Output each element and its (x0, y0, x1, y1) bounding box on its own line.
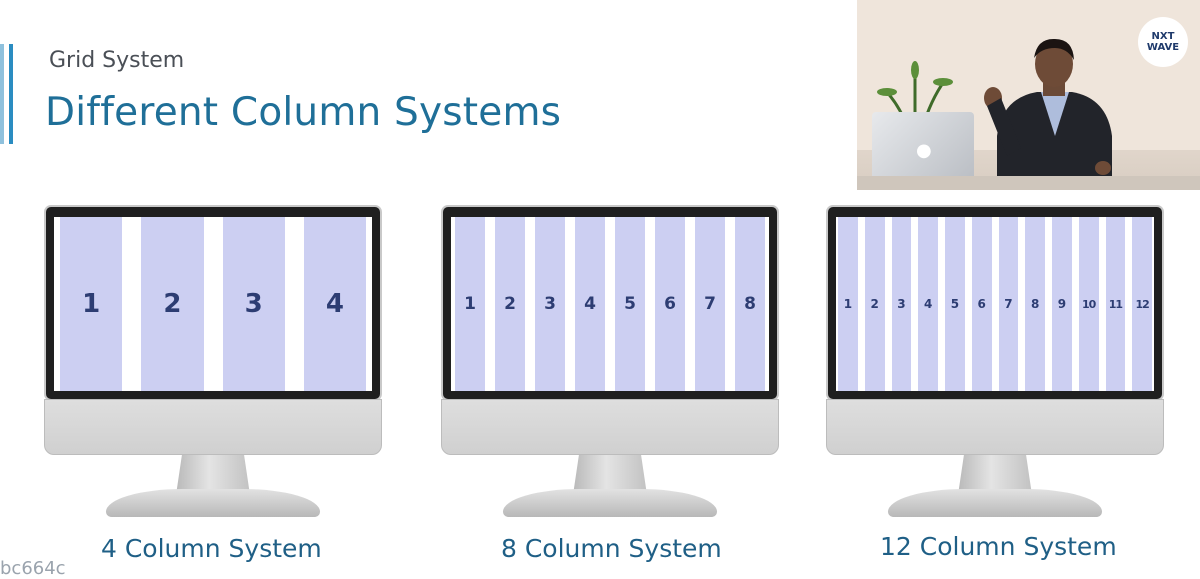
grid-column: 7 (695, 217, 725, 391)
logo-line-2: WAVE (1146, 42, 1180, 53)
monitor-4-column: 1 2 3 4 (44, 205, 382, 535)
slide-title: Different Column Systems (45, 90, 562, 135)
monitor-stand-base (106, 489, 320, 517)
grid-column: 3 (222, 217, 285, 391)
grid-column: 8 (1025, 217, 1045, 391)
monitor-stand-neck (958, 455, 1032, 495)
monitor-chin (441, 399, 779, 455)
caption-12-column: 12 Column System (880, 532, 1117, 561)
grid-column: 12 (1132, 217, 1152, 391)
grid-column: 7 (998, 217, 1019, 391)
apple-logo-icon: ● (916, 140, 932, 161)
caption-8-column: 8 Column System (501, 534, 722, 563)
logo-line-1: NXT (1151, 31, 1175, 42)
grid-column: 5 (945, 217, 965, 391)
grid-column: 3 (535, 217, 565, 391)
grid-column: 10 (1078, 217, 1099, 391)
grid-column: 8 (735, 217, 765, 391)
monitor-8-column: 1 2 3 4 5 6 7 8 (441, 205, 779, 535)
monitor-12-column: 1 2 3 4 5 6 7 8 9 10 11 12 (826, 205, 1164, 535)
grid-column: 3 (891, 217, 912, 391)
accent-bar-light (0, 44, 4, 144)
grid-column: 1 (60, 217, 123, 391)
caption-4-column: 4 Column System (101, 534, 322, 563)
nxtwave-logo: NXT WAVE (1138, 17, 1188, 67)
slide-subtitle: Grid System (49, 48, 185, 73)
grid-column: 6 (971, 217, 992, 391)
grid-column: 11 (1105, 217, 1126, 391)
monitor-stand-base (503, 489, 717, 517)
monitor-chin (826, 399, 1164, 455)
monitor-screen: 1 2 3 4 5 6 7 8 (451, 217, 769, 391)
grid-column: 9 (1052, 217, 1072, 391)
grid-column: 2 (864, 217, 885, 391)
desk-surface (857, 176, 1200, 190)
grid-column: 5 (615, 217, 645, 391)
monitor-stand-base (888, 489, 1102, 517)
accent-bar-dark (9, 44, 13, 144)
grid-column: 2 (141, 217, 204, 391)
grid-column: 6 (655, 217, 685, 391)
grid-column: 4 (303, 217, 366, 391)
monitor-chin (44, 399, 382, 455)
monitor-screen: 1 2 3 4 5 6 7 8 9 10 11 12 (836, 217, 1154, 391)
grid-column: 4 (918, 217, 938, 391)
monitor-stand-neck (573, 455, 647, 495)
grid-column: 2 (495, 217, 525, 391)
grid-column: 1 (455, 217, 485, 391)
laptop-image: ● (872, 112, 974, 184)
presenter-webcam: ● NXT WAVE (857, 0, 1200, 190)
presenter-image (984, 38, 1112, 190)
monitor-screen: 1 2 3 4 (54, 217, 372, 391)
watermark-text: bc664c (0, 558, 66, 579)
grid-column: 4 (575, 217, 605, 391)
grid-column: 1 (838, 217, 858, 391)
monitor-stand-neck (176, 455, 250, 495)
